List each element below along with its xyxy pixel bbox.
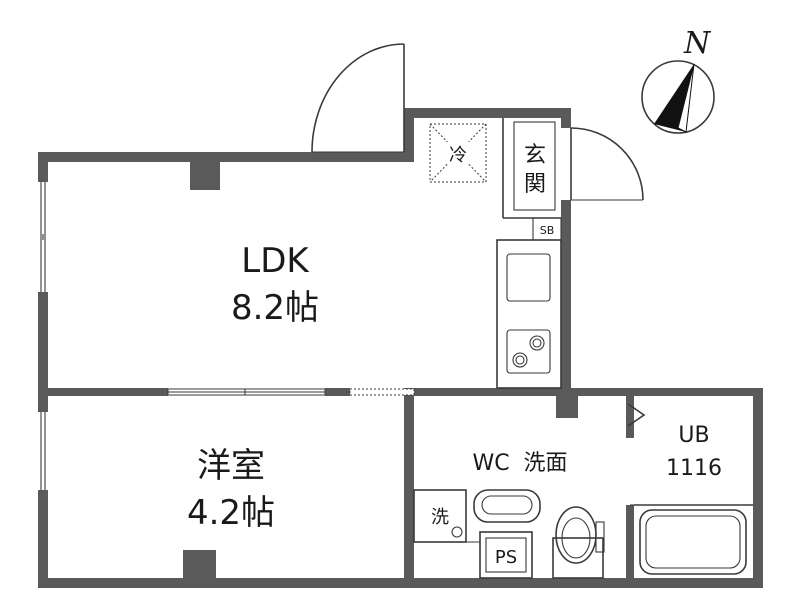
bath-door [627, 403, 646, 427]
walls [38, 108, 763, 588]
kitchen [496, 239, 562, 389]
ldk-label: LDK [241, 241, 310, 281]
burner-icon [512, 352, 528, 368]
kitchen-counter [496, 239, 562, 389]
wc-washroom-label: WC 洗面 [472, 451, 567, 476]
compass: N [641, 26, 715, 134]
room-labels: LDK 8.2帖 洋室 4.2帖 WC 洗面 UB 1116 [187, 241, 722, 533]
fridge-space: 冷 [429, 123, 487, 183]
windows [38, 182, 48, 490]
entrance-label-2: 関 [524, 172, 546, 197]
bathtub [639, 509, 747, 575]
washer-label: 洗 [431, 507, 449, 528]
sliding-doors [167, 388, 415, 396]
bath-area [627, 403, 753, 575]
entrance: 玄 関 SB [502, 118, 562, 241]
burner-icon [529, 335, 545, 351]
column [183, 550, 216, 578]
drain-icon [451, 526, 463, 538]
column [556, 396, 578, 418]
bath-label: UB [678, 423, 709, 448]
column [190, 162, 220, 190]
shoe-box-label: SB [540, 224, 555, 237]
ldk-size: 8.2帖 [231, 288, 319, 328]
western-room-label: 洋室 [197, 446, 265, 486]
compass-ring [641, 60, 715, 134]
bath-size: 1116 [666, 456, 722, 481]
wash-area: 洗 PS [413, 489, 605, 579]
sink [506, 253, 551, 302]
doors [311, 43, 644, 201]
entrance-label-1: 玄 [524, 143, 546, 168]
pipe-space-label: PS [495, 547, 517, 568]
western-room-size: 4.2帖 [187, 493, 275, 533]
compass-north-label: N [683, 26, 712, 61]
fridge-label: 冷 [449, 145, 467, 166]
pipe-space [479, 531, 533, 579]
stove [506, 329, 551, 374]
wash-basin [473, 489, 541, 523]
toilet-tank [552, 537, 604, 579]
